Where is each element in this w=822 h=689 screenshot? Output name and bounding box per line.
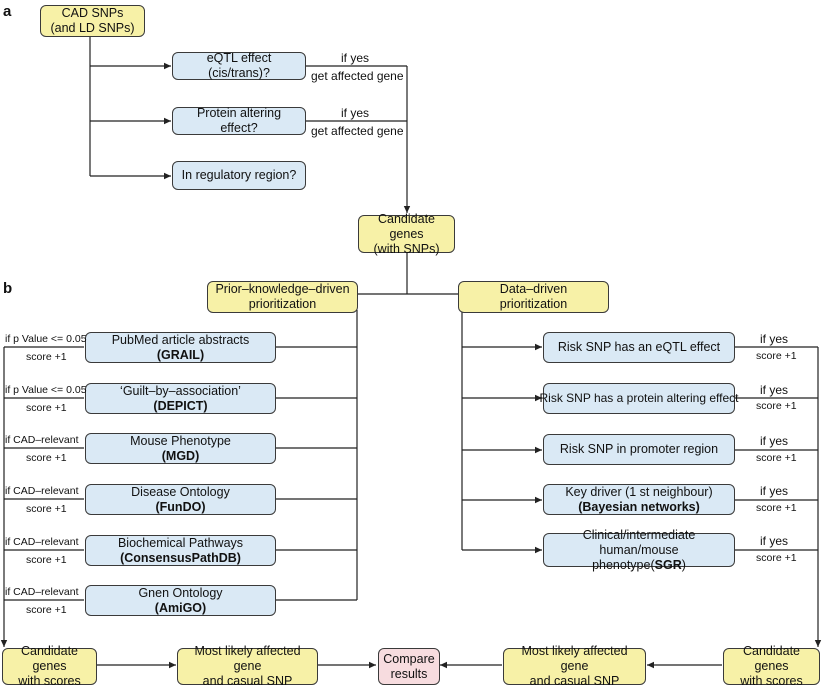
- eqtl-check-score: score +1: [756, 350, 797, 362]
- fundo-line2: (FunDO): [155, 499, 206, 514]
- compare-line1: Compare: [383, 651, 435, 666]
- fundo-line1: Disease Ontology: [131, 484, 230, 499]
- prior-knowledge-line1: Prior–knowledge–driven: [215, 282, 350, 296]
- fundo-score: score +1: [26, 503, 67, 515]
- sgr-line1: Clinical/intermediate human/mouse: [582, 527, 696, 557]
- consensuspathdb-line1: Biochemical Pathways: [117, 535, 244, 550]
- eqtl-check-if-yes: if yes: [760, 332, 789, 346]
- amigo-box: Gnen Ontology (AmiGO): [85, 585, 276, 616]
- mgd-score: score +1: [26, 452, 67, 464]
- candidate-genes-scores-right-box: Candidate genes with scores: [723, 644, 820, 688]
- protein-effect-check-label: Risk SNP has a protein altering effect: [539, 391, 739, 405]
- likely-gene-right-line2: and casual SNP: [529, 674, 620, 688]
- consensuspathdb-condition: if CAD–relevant: [5, 536, 79, 548]
- grail-box: PubMed article abstracts (GRAIL): [85, 332, 276, 363]
- fundo-box: Disease Ontology (FunDO): [85, 484, 276, 515]
- protein-check-if-yes: if yes: [760, 383, 789, 397]
- mgd-line1: Mouse Phenotype: [130, 433, 231, 448]
- candidate-scores-left-line1: Candidate genes: [21, 644, 78, 673]
- fundo-condition: if CAD–relevant: [5, 485, 79, 497]
- candidate-genes-box: Candidate genes (with SNPs): [358, 211, 455, 256]
- panel-label-a: a: [3, 3, 12, 20]
- compare-line2: results: [390, 666, 428, 681]
- cad-snps-line2: (and LD SNPs): [50, 21, 135, 35]
- data-driven-box: Data–driven prioritization: [458, 281, 609, 313]
- likely-gene-right-line1: Most likely affected gene: [521, 644, 628, 673]
- sgr-line2-prefix: phenotype(: [592, 557, 655, 572]
- mgd-condition: if CAD–relevant: [5, 434, 79, 446]
- regulatory-region-label: In regulatory region?: [181, 168, 297, 182]
- amigo-score: score +1: [26, 604, 67, 616]
- sgr-line2-method: SGR: [654, 557, 682, 572]
- protein-effect-check-box: Risk SNP has a protein altering effect: [540, 383, 739, 414]
- candidate-scores-right-line2: with scores: [740, 674, 803, 688]
- cad-snps-line1: CAD SNPs: [61, 6, 124, 20]
- protein-altering-label: Protein altering effect?: [196, 106, 282, 135]
- protein-check-score: score +1: [756, 400, 797, 412]
- likely-gene-left-box: Most likely affected gene and casual SNP: [177, 644, 318, 688]
- regulatory-region-box: In regulatory region?: [172, 161, 306, 190]
- promoter-score: score +1: [756, 452, 797, 464]
- candidate-genes-line2: (with SNPs): [373, 241, 440, 256]
- consensuspathdb-score: score +1: [26, 554, 67, 566]
- sgr-line2-suffix: ): [681, 557, 686, 572]
- promoter-region-label: Risk SNP in promoter region: [559, 442, 719, 456]
- eqtl-effect-label: eQTL effect (cis/trans)?: [206, 51, 272, 80]
- grail-line2: (GRAIL): [156, 347, 205, 362]
- data-driven-line1: Data–driven: [499, 282, 568, 296]
- eqtl-effect-check-box: Risk SNP has an eQTL effect: [543, 332, 735, 363]
- eqtl-effect-check-label: Risk SNP has an eQTL effect: [557, 340, 721, 354]
- candidate-genes-line1: Candidate genes: [378, 211, 435, 241]
- promoter-region-box: Risk SNP in promoter region: [543, 434, 735, 465]
- consensuspathdb-line2: (ConsensusPathDB): [120, 550, 241, 565]
- key-driver-line1: Key driver (1 st neighbour): [565, 484, 713, 499]
- likely-gene-right-box: Most likely affected gene and casual SNP: [503, 644, 646, 688]
- key-driver-if-yes: if yes: [760, 484, 789, 498]
- sgr-box: Clinical/intermediate human/mouse phenot…: [543, 528, 735, 572]
- eqtl-effect-box: eQTL effect (cis/trans)?: [172, 51, 306, 80]
- prior-knowledge-line2: prioritization: [248, 297, 317, 311]
- panel-label-b: b: [3, 280, 13, 297]
- consensuspathdb-box: Biochemical Pathways (ConsensusPathDB): [85, 535, 276, 566]
- amigo-line2: (AmiGO): [154, 600, 207, 615]
- likely-gene-left-line2: and casual SNP: [202, 674, 293, 688]
- cad-snps-box: CAD SNPs (and LD SNPs): [40, 5, 145, 37]
- depict-box: ‘Guilt–by–association’ (DEPICT): [85, 383, 276, 414]
- key-driver-score: score +1: [756, 502, 797, 514]
- key-driver-line2: (Bayesian networks): [578, 499, 700, 514]
- key-driver-box: Key driver (1 st neighbour) (Bayesian ne…: [543, 484, 735, 515]
- eqtl-if-yes: if yes: [341, 51, 370, 65]
- amigo-condition: if CAD–relevant: [5, 586, 79, 598]
- compare-results-box: Compare results: [378, 648, 440, 685]
- candidate-scores-right-line1: Candidate genes: [743, 644, 800, 673]
- depict-line1: ‘Guilt–by–association’: [120, 383, 241, 398]
- likely-gene-left-line1: Most likely affected gene: [194, 644, 301, 673]
- grail-condition: if p Value <= 0.05: [5, 333, 87, 345]
- protein-if-yes: if yes: [341, 106, 370, 120]
- grail-score: score +1: [26, 351, 67, 363]
- candidate-scores-left-line2: with scores: [18, 674, 81, 688]
- grail-line1: PubMed article abstracts: [111, 332, 250, 347]
- candidate-genes-scores-left-box: Candidate genes with scores: [2, 644, 97, 688]
- depict-score: score +1: [26, 402, 67, 414]
- promoter-if-yes: if yes: [760, 434, 789, 448]
- depict-condition: if p Value <= 0.05: [5, 384, 87, 396]
- sgr-if-yes: if yes: [760, 534, 789, 548]
- mgd-box: Mouse Phenotype (MGD): [85, 433, 276, 464]
- prior-knowledge-box: Prior–knowledge–driven prioritization: [207, 281, 358, 313]
- sgr-score: score +1: [756, 552, 797, 564]
- depict-line2: (DEPICT): [153, 398, 208, 413]
- data-driven-line2: prioritization: [499, 297, 568, 311]
- protein-get-gene: get affected gene: [311, 124, 404, 138]
- eqtl-get-gene: get affected gene: [311, 69, 404, 83]
- mgd-line2: (MGD): [161, 448, 200, 463]
- protein-altering-box: Protein altering effect?: [172, 106, 306, 135]
- amigo-line1: Gnen Ontology: [138, 585, 223, 600]
- sgr-line2: phenotype(SGR): [592, 558, 686, 573]
